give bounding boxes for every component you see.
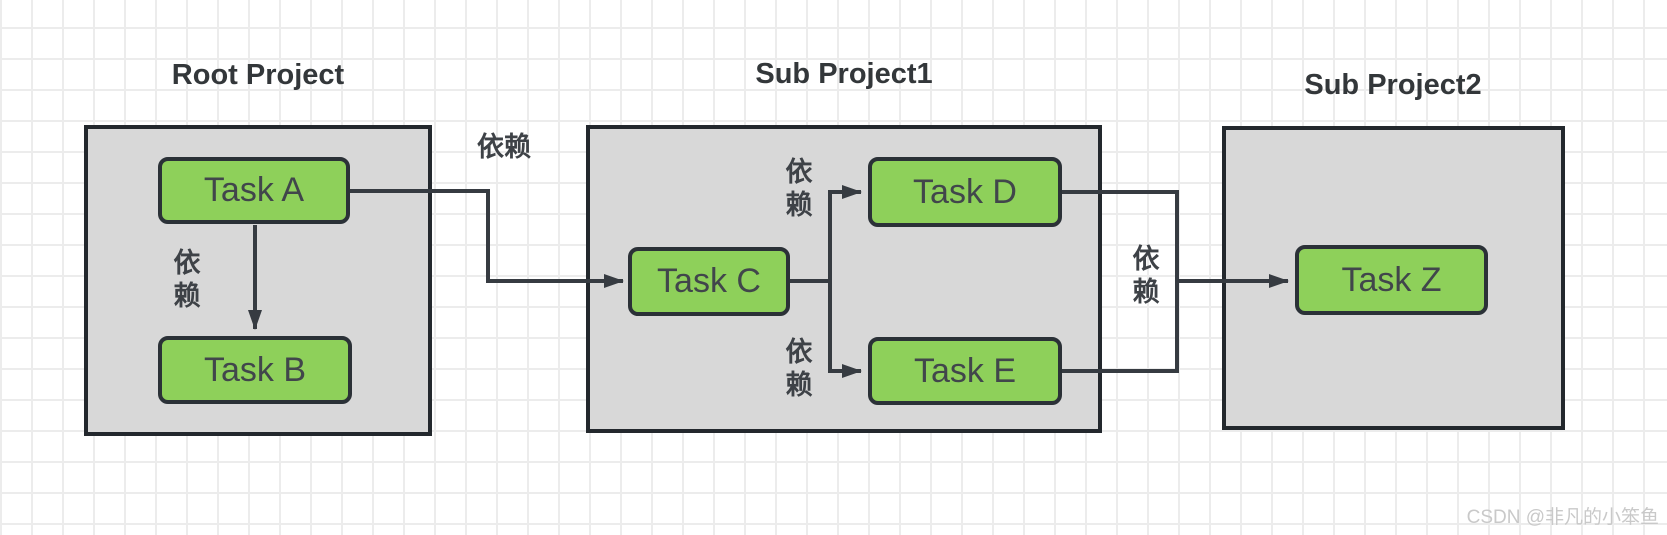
task-node-b: Task B: [158, 336, 352, 404]
task-node-c: Task C: [628, 247, 790, 316]
dependency-label-c-d: 依赖: [785, 157, 813, 220]
task-c-label: Task C: [657, 262, 761, 300]
dependency-label-c-e: 依赖: [785, 337, 813, 400]
edge-task-c-to-task-e: [788, 279, 862, 378]
task-d-label: Task D: [913, 172, 1017, 211]
csdn-watermark: CSDN @非凡的小笨鱼: [1466, 507, 1659, 528]
task-node-a: Task A: [158, 157, 350, 224]
title-root-project: Root Project: [171, 59, 345, 91]
dependency-label-a-c: 依赖: [477, 132, 531, 162]
task-z-label: Task Z: [1341, 260, 1442, 299]
title-sub-project2: Sub Project2: [1304, 69, 1482, 101]
dependency-label-de-z: 依赖: [1132, 244, 1160, 307]
task-b-label: Task B: [203, 350, 307, 389]
task-node-z: Task Z: [1295, 245, 1488, 315]
edge-task-a-to-task-c: [350, 189, 624, 288]
task-e-label: Task E: [913, 351, 1017, 390]
title-sub-project1: Sub Project1: [755, 58, 933, 90]
task-node-e: Task E: [868, 337, 1062, 405]
task-node-d: Task D: [868, 157, 1062, 227]
task-a-label: Task A: [203, 171, 305, 209]
dependency-label-a-b: 依赖: [173, 248, 201, 311]
